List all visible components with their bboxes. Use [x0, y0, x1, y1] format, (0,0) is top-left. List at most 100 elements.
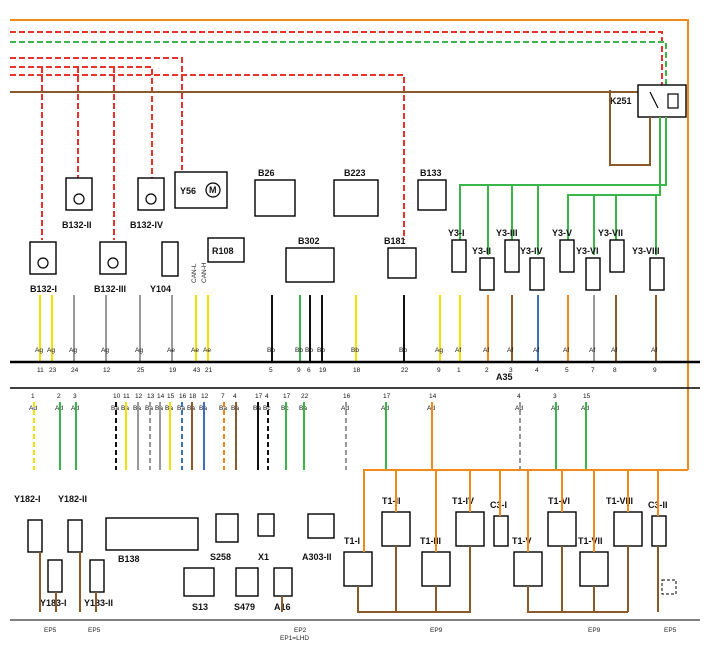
top-pin-prefix: Ag — [435, 347, 443, 354]
top-pin-number: 22 — [401, 367, 409, 374]
bottom-pin-number: 16 — [343, 393, 351, 400]
speaker-b132-iv: B132-IV — [130, 177, 165, 230]
top-pin-prefix: Bb — [399, 347, 407, 354]
valve-y182-ii: Y182-II — [58, 494, 87, 553]
top-pin-prefix: Ag — [101, 347, 109, 354]
bottom-pin-number: 17 — [255, 393, 263, 400]
bottom-pin-prefix: Ad — [341, 405, 349, 412]
bottom-pin-number: 4 — [517, 393, 521, 400]
speaker-b132-ii: B132-II — [62, 177, 93, 230]
top-pin-number: 11 — [37, 367, 44, 374]
switch-s258: S258 — [210, 513, 239, 562]
svg-text:M: M — [209, 185, 217, 195]
top-pin-prefix: Ae — [191, 347, 199, 354]
top-pin-prefix: Af — [455, 347, 461, 354]
red-wire-b132-iv — [10, 66, 153, 180]
bottom-pin-number: 11 — [123, 393, 130, 400]
svg-text:Y3-VI: Y3-VI — [576, 246, 599, 256]
svg-text:B133: B133 — [420, 168, 442, 178]
bottom-pin-number: 12 — [135, 393, 143, 400]
svg-text:B181: B181 — [384, 236, 406, 246]
valve-y104: Y104 — [150, 241, 179, 294]
svg-text:Y56: Y56 — [180, 186, 196, 196]
svg-text:A35: A35 — [496, 372, 513, 382]
bottom-pin-number: 14 — [429, 393, 437, 400]
top-pin-number: 5 — [269, 367, 273, 374]
top-pin-prefix: Bb — [267, 347, 275, 354]
coil-row-t1: T1-I T1-II T1-III T1-IV C3-I T1-V T1-VI … — [343, 496, 677, 595]
bottom-pin-prefix: Ba — [145, 405, 153, 412]
svg-text:B132-I: B132-I — [30, 284, 57, 294]
bottom-pin-number: 7 — [221, 393, 225, 400]
top-pin-prefix: Bb — [295, 347, 303, 354]
svg-text:S258: S258 — [210, 552, 231, 562]
bottom-pin-number: 10 — [113, 393, 121, 400]
bottom-pin-number: 3 — [73, 393, 77, 400]
relay-k251: K251 — [610, 84, 687, 118]
bottom-pin-number: 15 — [167, 393, 175, 400]
k251-box — [637, 84, 687, 118]
brown-wire-k251 — [10, 91, 643, 110]
svg-text:Y183-II: Y183-II — [84, 598, 113, 608]
bottom-pin-prefix: Ba — [219, 405, 227, 412]
svg-text:T1-II: T1-II — [382, 496, 401, 506]
red-wire-y56 — [10, 57, 183, 170]
y3-green-bus — [459, 117, 667, 240]
svg-text:EP5: EP5 — [88, 627, 101, 634]
valve-row-y3: Y3-I Y3-II Y3-III Y3-IV Y3-V Y3-VI Y3-VI… — [448, 228, 665, 291]
svg-text:T1-V: T1-V — [512, 536, 532, 546]
svg-text:EP5: EP5 — [44, 627, 57, 634]
svg-text:Y3-III: Y3-III — [496, 228, 518, 238]
top-pin-prefix: Af — [611, 347, 617, 354]
top-pin-number: 21 — [205, 367, 213, 374]
svg-text:EP9: EP9 — [430, 627, 443, 634]
top-pin-number: 6 — [307, 367, 311, 374]
connector-x1: X1 — [257, 513, 275, 562]
valve-y183-i: Y183-I — [40, 559, 67, 608]
svg-text:Y3-IV: Y3-IV — [520, 246, 543, 256]
switch-s13: S13 — [183, 567, 215, 612]
sensor-a303-ii: A303-II — [302, 513, 335, 562]
top-pin-number: 9 — [653, 367, 657, 374]
top-pin-number: 12 — [103, 367, 111, 374]
top-pin-prefix: Bb — [305, 347, 313, 354]
speaker-b132-iii: B132-III — [94, 241, 127, 294]
svg-text:EP9: EP9 — [588, 627, 601, 634]
y3-green-bus-2 — [567, 117, 661, 240]
sensor-b223: B223 — [333, 168, 379, 217]
svg-text:EP5: EP5 — [664, 627, 677, 634]
bottom-pin-row: 1Ad2Ad3Ad10Ba11Ba12Ba13Ba14Ba15Ba16Ba18B… — [29, 393, 591, 412]
top-pin-prefix: Ag — [69, 347, 77, 354]
top-pin-number: 24 — [71, 367, 79, 374]
svg-text:B132-III: B132-III — [94, 284, 126, 294]
bottom-pin-number: 15 — [583, 393, 591, 400]
svg-text:B26: B26 — [258, 168, 275, 178]
svg-text:Y3-I: Y3-I — [448, 228, 465, 238]
bottom-pin-number: 18 — [189, 393, 197, 400]
top-pin-number: 1 — [457, 367, 461, 374]
sensor-b181: B181 — [384, 236, 417, 279]
bottom-pin-number: 22 — [301, 393, 309, 400]
red-wire-b181 — [10, 74, 405, 240]
k251-label: K251 — [610, 96, 632, 106]
top-pin-number: 9 — [437, 367, 441, 374]
top-drop-wires — [39, 295, 657, 362]
svg-text:B223: B223 — [344, 168, 366, 178]
top-pin-number: 25 — [137, 367, 145, 374]
svg-text:R108: R108 — [212, 246, 234, 256]
top-pin-number: 4 — [535, 367, 539, 374]
sensor-b26: B26 — [254, 168, 296, 217]
svg-text:X1: X1 — [258, 552, 269, 562]
bottom-pin-number: 2 — [57, 393, 61, 400]
bottom-pin-number: 3 — [553, 393, 557, 400]
svg-text:T1-VIII: T1-VIII — [606, 496, 633, 506]
svg-text:B132-II: B132-II — [62, 220, 92, 230]
valve-y56: M Y56 — [174, 171, 228, 209]
svg-text:EP1=LHD: EP1=LHD — [280, 635, 309, 642]
svg-text:EP2: EP2 — [294, 627, 307, 634]
control-unit-a35: A35 — [10, 360, 700, 389]
bottom-pin-number: 13 — [147, 393, 155, 400]
top-pin-number: 9 — [297, 367, 301, 374]
